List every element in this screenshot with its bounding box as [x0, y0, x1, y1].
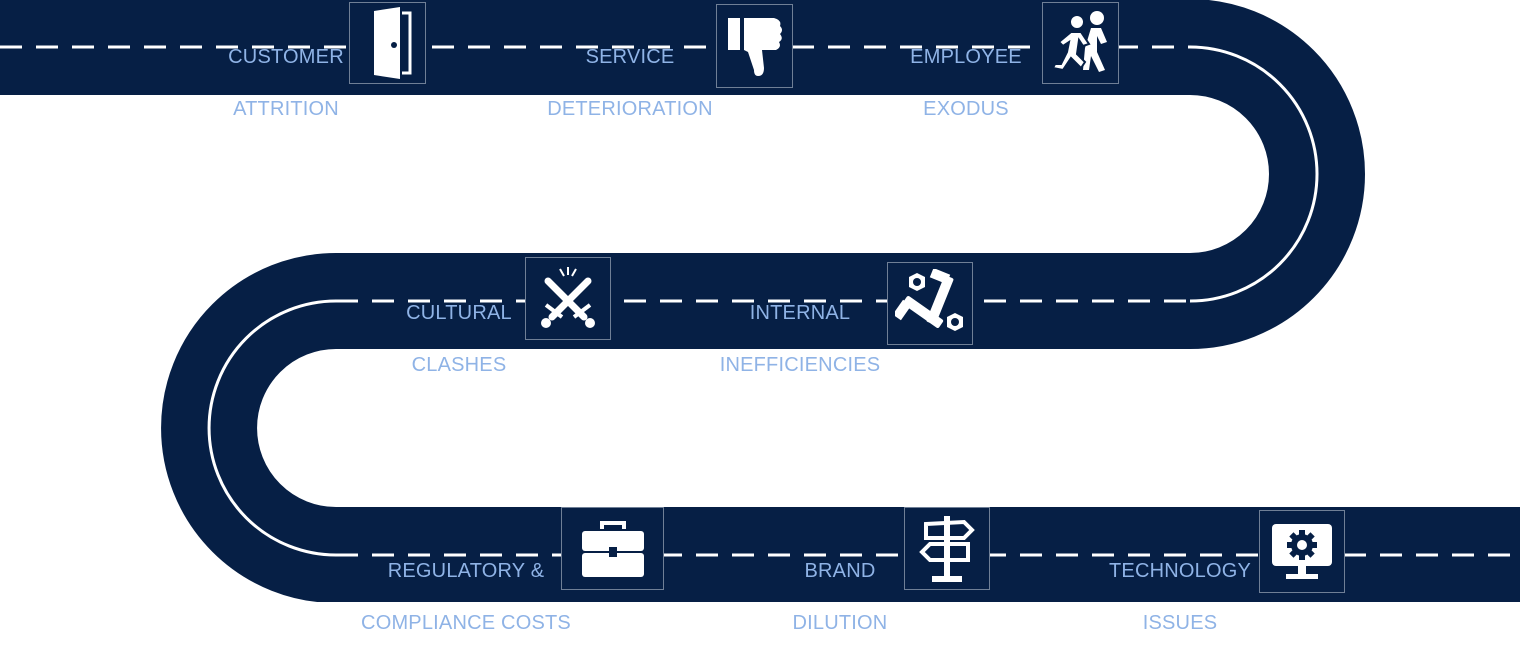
milestone-label-cultural-clashes: CULTURAL CLASHES — [396, 274, 522, 404]
briefcase-icon — [561, 507, 664, 590]
milestone-label-regulatory-compliance-costs: REGULATORY & COMPLIANCE COSTS — [350, 532, 582, 662]
label-line: COMPLIANCE COSTS — [361, 612, 571, 634]
milestone-label-internal-inefficiencies: INTERNAL INEFFICIENCIES — [718, 274, 882, 404]
label-line: ISSUES — [1142, 612, 1218, 634]
roadmap-diagram: CUSTOMER ATTRITION SERVICE DETERIORATION… — [0, 0, 1520, 634]
road-curve-line-left — [207, 299, 337, 557]
crossed-swords-icon — [525, 257, 611, 340]
thumbs-down-icon — [716, 4, 793, 88]
bolts-nuts-icon — [887, 262, 973, 345]
milestone-label-technology-issues: TECHNOLOGY ISSUES — [1102, 532, 1258, 662]
door-icon — [349, 2, 426, 84]
label-line: INTERNAL — [749, 302, 851, 324]
label-line: EMPLOYEE — [910, 46, 1022, 68]
label-line: EXODUS — [923, 98, 1009, 120]
road-curve-line-right — [1189, 45, 1319, 303]
label-line: ATTRITION — [233, 98, 339, 120]
label-line: DETERIORATION — [547, 98, 713, 120]
label-line: CLASHES — [411, 354, 507, 376]
milestone-label-customer-attrition: CUSTOMER ATTRITION — [214, 18, 358, 148]
label-line: TECHNOLOGY — [1108, 560, 1252, 582]
milestone-label-service-deterioration: SERVICE DETERIORATION — [542, 18, 718, 148]
label-line: REGULATORY & — [387, 560, 545, 582]
running-people-icon — [1042, 2, 1119, 84]
milestone-label-employee-exodus: EMPLOYEE EXODUS — [896, 18, 1036, 148]
label-line: INEFFICIENCIES — [719, 354, 881, 376]
signpost-icon — [904, 507, 990, 590]
monitor-gear-icon — [1259, 510, 1345, 593]
label-line: CULTURAL — [406, 302, 512, 324]
label-line: BRAND — [804, 560, 876, 582]
label-line: CUSTOMER — [228, 46, 344, 68]
label-line: SERVICE — [585, 46, 675, 68]
milestone-label-brand-dilution: BRAND DILUTION — [784, 532, 896, 662]
label-line: DILUTION — [792, 612, 888, 634]
